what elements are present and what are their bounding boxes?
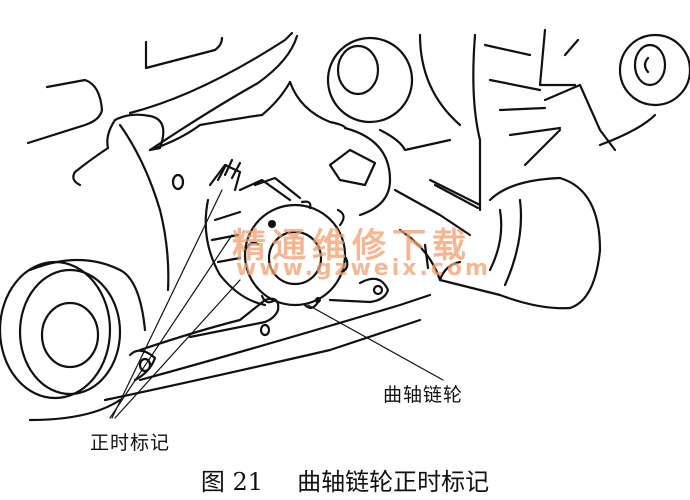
engine-line-drawing xyxy=(0,28,690,422)
callout-timing-marks: 正时标记 xyxy=(90,432,171,454)
crankshaft-sprocket xyxy=(204,158,349,309)
callout-crankshaft-sprocket: 曲轴链轮 xyxy=(383,384,464,406)
figure-number: 图 21 xyxy=(200,468,264,496)
figure-title: 曲轴链轮正时标记 xyxy=(297,468,490,496)
figure-caption: 图 21 曲轴链轮正时标记 xyxy=(0,462,690,497)
